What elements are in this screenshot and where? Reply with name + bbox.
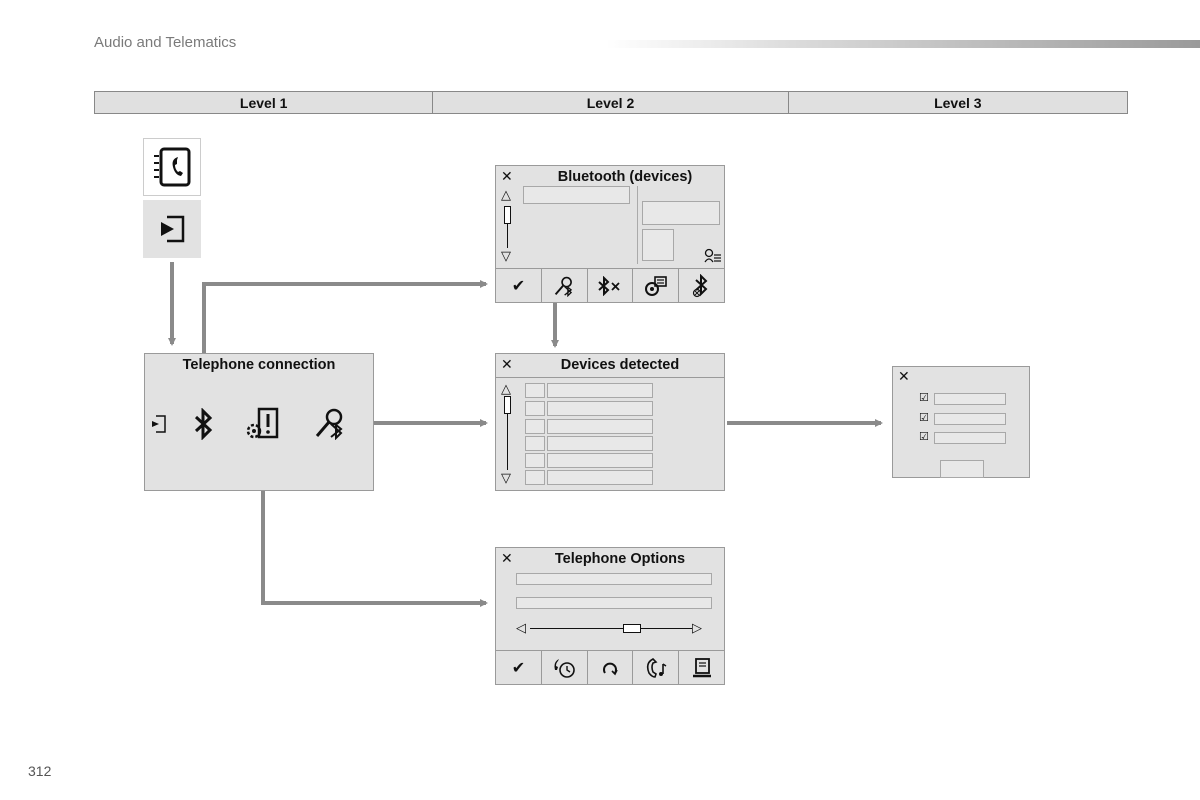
device-list-item[interactable]	[547, 401, 653, 416]
ringtone-button[interactable]	[633, 651, 680, 684]
device-list-item[interactable]	[547, 419, 653, 434]
ringtone-icon	[646, 657, 667, 678]
profile-label-field	[934, 413, 1006, 425]
search-devices-icon[interactable]	[313, 406, 347, 440]
device-list-item[interactable]	[547, 453, 653, 468]
refresh-button[interactable]	[588, 651, 634, 684]
search-devices-icon	[555, 276, 573, 297]
level-2-label: Level 2	[433, 92, 789, 113]
phonebook-icon	[692, 657, 711, 677]
option-field[interactable]	[516, 573, 712, 585]
devices-detected-panel: Devices detected ✕ △ ▽	[495, 353, 725, 491]
slider-left-icon[interactable]: ◁	[516, 620, 526, 635]
divider	[637, 186, 638, 264]
bluetooth-disconnect-icon	[598, 275, 620, 296]
arrow-options-to-telephone-options	[261, 450, 488, 607]
device-icon-slot	[525, 470, 545, 485]
device-icon-slot	[525, 453, 545, 468]
device-icon-slot	[525, 436, 545, 451]
confirm-button[interactable]	[940, 460, 984, 478]
close-icon[interactable]: ✕	[898, 368, 910, 384]
panel-title: Devices detected	[560, 357, 680, 373]
device-icon-slot	[525, 419, 545, 434]
option-field[interactable]	[516, 597, 712, 609]
phonebook-button[interactable]	[679, 651, 724, 684]
check-icon: ✔	[511, 277, 526, 295]
device-icon-slot	[525, 383, 545, 398]
delete-pairing-button[interactable]	[679, 269, 724, 302]
contacts-settings-icon	[644, 275, 667, 296]
check-icon: ✔	[511, 659, 526, 677]
scroll-up-icon[interactable]: △	[501, 187, 511, 202]
scrollbar-track	[507, 224, 508, 248]
enter-small-icon[interactable]	[151, 414, 167, 434]
options-button-bar: ✔	[496, 650, 724, 684]
device-icon-slot	[525, 401, 545, 416]
device-list-item[interactable]	[523, 186, 630, 204]
device-details-icon[interactable]	[704, 248, 722, 264]
header-gradient-bar	[606, 40, 1200, 48]
panel-title: Telephone connection	[182, 357, 336, 373]
close-icon[interactable]: ✕	[501, 356, 513, 372]
scroll-up-icon[interactable]: △	[501, 381, 511, 396]
telephone-connection-button[interactable]	[143, 200, 201, 258]
disconnect-bluetooth-button[interactable]	[588, 269, 634, 302]
phone-menu-button[interactable]	[143, 138, 201, 196]
call-log-icon	[554, 658, 575, 678]
device-info-field	[642, 201, 720, 225]
page-number: 312	[28, 763, 52, 779]
scrollbar-track	[507, 414, 508, 470]
bluetooth-button-bar: ✔	[496, 268, 724, 302]
slider-right-icon[interactable]: ▷	[692, 620, 702, 635]
panel-title: Telephone Options	[554, 551, 686, 567]
phone-options-icon[interactable]	[243, 406, 283, 442]
bluetooth-delete-icon	[692, 273, 708, 297]
profile-checkbox[interactable]: ☑	[919, 431, 929, 443]
slider-track	[530, 628, 692, 629]
scrollbar-thumb[interactable]	[504, 396, 511, 414]
scrollbar-thumb[interactable]	[504, 206, 511, 224]
profile-checkbox[interactable]: ☑	[919, 392, 929, 404]
telephone-connection-panel: Telephone connection	[144, 353, 374, 491]
level-1-label: Level 1	[95, 92, 434, 113]
slider-thumb[interactable]	[623, 624, 641, 633]
refresh-icon	[603, 662, 618, 675]
profile-label-field	[934, 432, 1006, 444]
device-list-item[interactable]	[547, 436, 653, 451]
device-list-item[interactable]	[547, 383, 653, 398]
close-icon[interactable]: ✕	[501, 550, 513, 566]
telephone-options-panel: Telephone Options ✕ ◁ ▷ ✔	[495, 547, 725, 685]
level-3-label: Level 3	[934, 94, 982, 111]
panel-title: Bluetooth (devices)	[557, 169, 693, 185]
title-divider	[496, 377, 724, 378]
confirm-button[interactable]: ✔	[496, 269, 542, 302]
device-image-box	[642, 229, 674, 261]
profile-label-field	[934, 393, 1006, 405]
bluetooth-devices-panel: Bluetooth (devices) ✕ △ ▽ ✔	[495, 165, 725, 303]
close-icon[interactable]: ✕	[501, 168, 513, 184]
search-devices-button[interactable]	[542, 269, 588, 302]
connection-profiles-panel: ✕ ☑ ☑ ☑	[892, 366, 1030, 478]
call-log-button[interactable]	[542, 651, 588, 684]
profile-checkbox[interactable]: ☑	[919, 412, 929, 424]
device-list-item[interactable]	[547, 470, 653, 485]
scroll-down-icon[interactable]: ▽	[501, 248, 511, 263]
section-title: Audio and Telematics	[94, 34, 237, 51]
level-header-row: Level 1 Level 2 Level 3	[94, 91, 1128, 114]
scroll-down-icon[interactable]: ▽	[501, 470, 511, 485]
confirm-button[interactable]: ✔	[496, 651, 542, 684]
enter-icon	[161, 215, 185, 243]
manage-contacts-button[interactable]	[633, 269, 680, 302]
phone-book-icon	[154, 147, 191, 187]
bluetooth-icon[interactable]	[193, 408, 215, 440]
